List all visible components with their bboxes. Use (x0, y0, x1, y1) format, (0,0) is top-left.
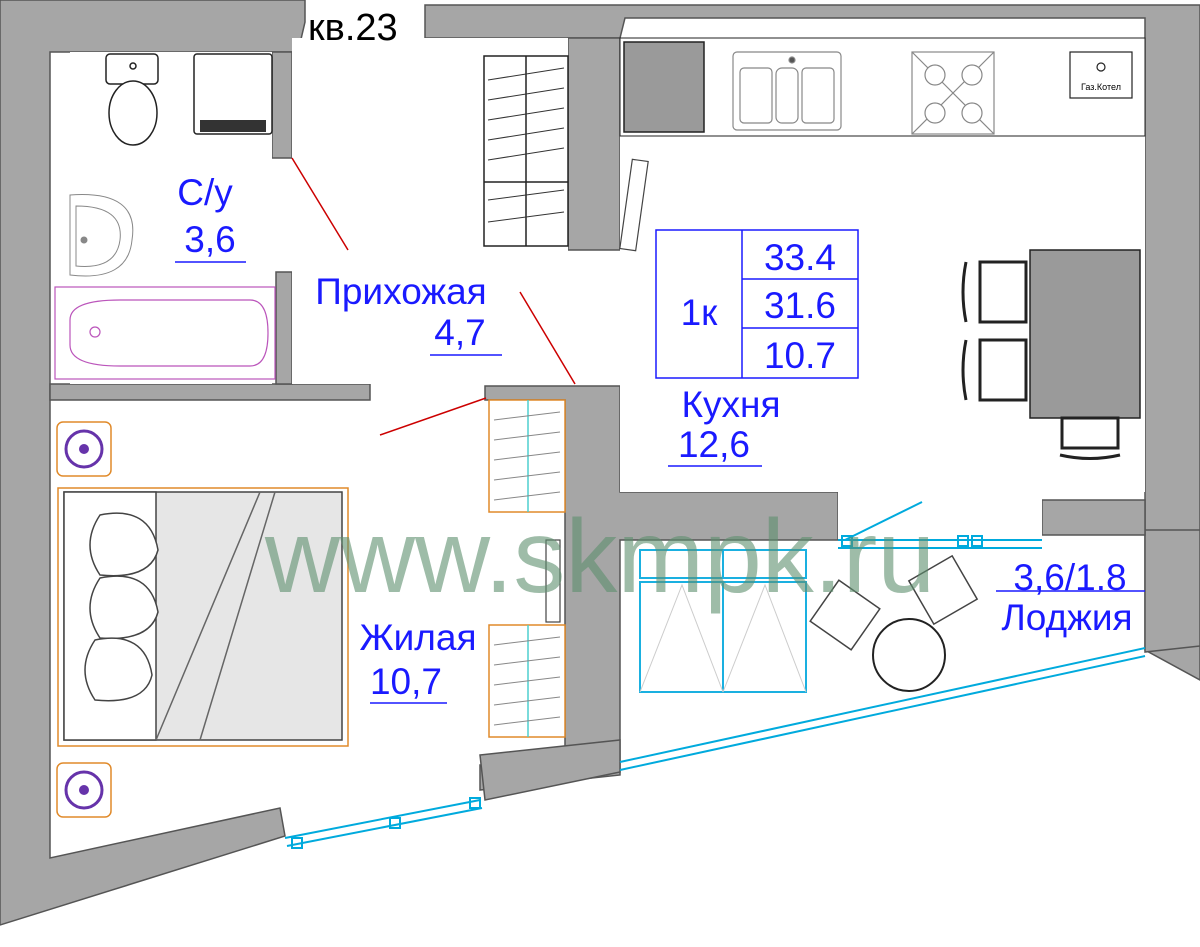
chair-icon (961, 260, 1121, 460)
summary-living-area: 10.7 (764, 335, 836, 376)
label-bathroom: С/у 3,6 (175, 172, 246, 263)
hallway-area: 4,7 (434, 312, 485, 353)
label-loggia: 3,6/1.8 Лоджия (996, 557, 1145, 638)
bathroom-name: С/у (177, 172, 233, 213)
label-kitchen: Кухня 12,6 (668, 384, 781, 467)
double-sink-icon (732, 51, 842, 131)
bathroom-area: 3,6 (184, 219, 235, 260)
sink-icon (69, 194, 134, 277)
living-wardrobe-upper (488, 399, 566, 513)
radiator-icon (545, 539, 561, 623)
bathtub-icon (54, 286, 276, 380)
wall-kitchen-south (1041, 499, 1146, 536)
door-loggia-swing (844, 501, 923, 541)
watermark: www.skmpk.ru (264, 499, 935, 615)
summary-rooms: 1к (681, 292, 719, 333)
window-loggia-inner (619, 655, 1146, 771)
wall-loggia-east (1144, 529, 1200, 653)
radiator-icon (619, 158, 649, 252)
window-frame-node (957, 535, 969, 547)
loggia-name: Лоджия (1001, 597, 1132, 638)
window-living-inner (286, 807, 483, 847)
loggia-cabinet (639, 549, 807, 693)
wall-living-south (479, 739, 621, 801)
door-bathroom (291, 157, 349, 251)
wall-bathroom-south (49, 383, 371, 401)
hall-wardrobe (483, 55, 569, 247)
kitchen-name: Кухня (681, 384, 780, 425)
walls (0, 0, 1200, 926)
stove-icon (911, 51, 995, 135)
summary-total-area: 33.4 (764, 237, 836, 278)
loggia-table-icon (872, 618, 946, 692)
dining-table (1029, 249, 1141, 419)
kitchen-counter (619, 37, 1146, 137)
wall-bathroom-south-stub (275, 271, 293, 385)
wall-bathroom-east (271, 51, 293, 159)
nightstand-lamp-icon (56, 421, 112, 477)
kitchen-area: 12,6 (678, 424, 750, 465)
fridge-icon (623, 41, 705, 133)
wall-kitchen-west-upper (567, 37, 621, 251)
door-living (379, 397, 487, 436)
window-frame-node (291, 837, 303, 849)
window-living (284, 799, 481, 839)
window-frame-node (971, 535, 983, 547)
door-swings (291, 157, 576, 436)
bed-icon (57, 487, 349, 747)
window-frame-node (389, 817, 401, 829)
living-name: Жилая (359, 617, 476, 658)
wall-outer-west (0, 0, 306, 926)
summary-area-no-loggia: 31.6 (764, 285, 836, 326)
label-hallway: Прихожая 4,7 (315, 271, 502, 356)
label-living: Жилая 10,7 (359, 617, 477, 704)
washing-machine-icon (193, 53, 273, 135)
window-loggia (619, 647, 1146, 763)
living-area: 10,7 (370, 661, 442, 702)
nightstand-lamp-icon (56, 762, 112, 818)
summary-table: 1к 33.4 31.6 10.7 (655, 229, 859, 379)
windows (284, 501, 1146, 849)
window-frame-node (469, 797, 481, 809)
toilet-icon (105, 53, 159, 146)
living-wardrobe-lower (488, 624, 566, 738)
loggia-chair-icon (809, 554, 979, 651)
boiler-label: Газ.Котел (1081, 82, 1121, 92)
window-frame-node (841, 535, 853, 547)
boiler-icon: Газ.Котел (1069, 51, 1133, 99)
apartment-number: кв.23 (308, 7, 398, 49)
door-entrance (519, 291, 576, 385)
loggia-area: 3,6/1.8 (1013, 557, 1126, 598)
hallway-name: Прихожая (315, 271, 486, 312)
